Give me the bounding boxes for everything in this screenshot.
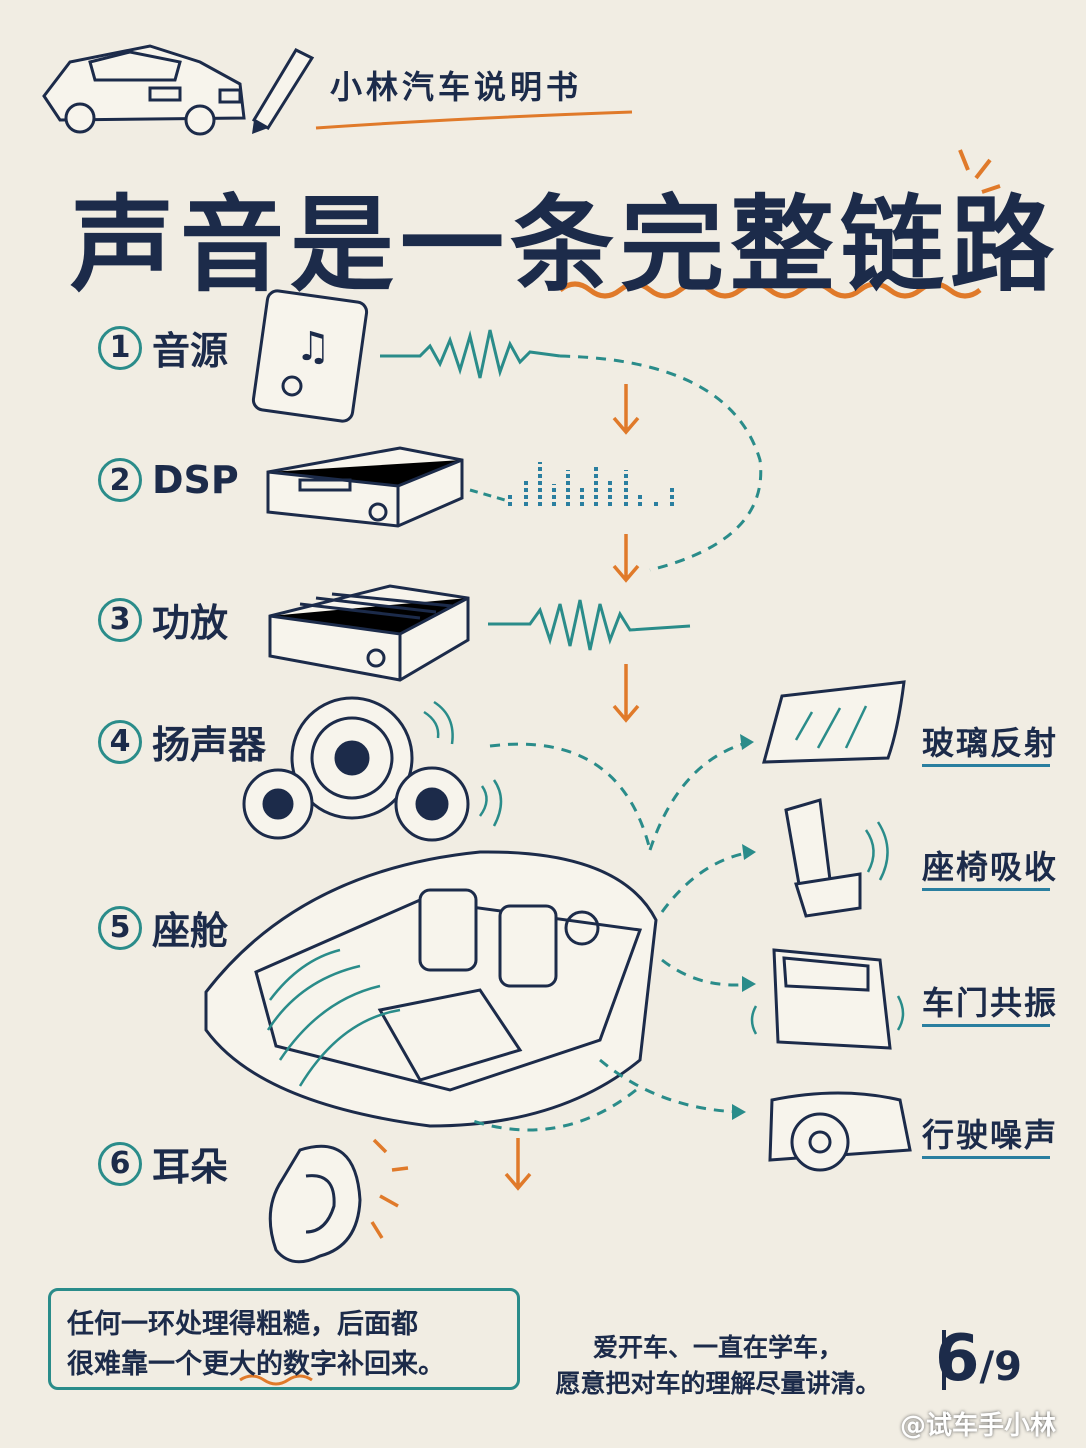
step-number: 3	[98, 597, 142, 642]
note-line: 很难靠一个更大的数字补回来。	[67, 1349, 445, 1380]
effect-underline	[922, 1024, 1050, 1027]
chain-step-cabin: 5 座舱	[98, 900, 228, 955]
seat-icon	[784, 798, 889, 918]
effect-label: 行驶噪声	[922, 1116, 1059, 1154]
step-label: 功放	[152, 601, 229, 645]
step-number: 5	[98, 905, 142, 950]
chain-step-source: 1 音源	[98, 320, 228, 375]
motto-line: 爱开车、一直在学车，	[592, 1333, 843, 1362]
effect-underline	[922, 764, 1050, 767]
windshield-icon	[762, 680, 906, 764]
step-label: 音源	[152, 329, 229, 373]
chain-step-speaker: 4 扬声器	[98, 714, 266, 769]
chain-step-dsp: 2 DSP	[98, 458, 239, 502]
step-number: 4	[98, 719, 142, 764]
effect-road-noise: 行驶噪声	[922, 1110, 1058, 1159]
svg-text:♫: ♫	[295, 324, 331, 370]
chain-step-amplifier: 3 功放	[98, 592, 228, 647]
effect-label: 座椅吸收	[922, 848, 1059, 886]
step-label: 座舱	[152, 909, 229, 953]
step-label: 耳朵	[152, 1145, 229, 1189]
chain-step-ear: 6 耳朵	[98, 1136, 228, 1191]
cabin-icon	[204, 850, 658, 1128]
effect-door-resonance: 车门共振	[922, 978, 1058, 1027]
speakers-icon	[242, 696, 470, 842]
step-label: 扬声器	[152, 723, 267, 767]
page-title: 声音是一条完整链路	[70, 184, 1061, 306]
effect-label: 玻璃反射	[922, 724, 1059, 762]
motto-line: 愿意把对车的理解尽量讲清。	[555, 1369, 881, 1398]
page-current: 6	[935, 1322, 980, 1396]
effect-underline	[922, 1156, 1050, 1159]
brand-name: 小林汽车说明书	[330, 68, 583, 106]
amplifier-icon	[268, 584, 470, 682]
pen-icon	[251, 48, 315, 134]
dsp-unit-icon	[266, 446, 464, 528]
page-total: 9	[994, 1344, 1022, 1390]
step-number: 6	[98, 1141, 142, 1186]
watermark: @试车手小林	[900, 1411, 1057, 1441]
effect-seat-absorption: 座椅吸收	[922, 842, 1058, 891]
step-label: DSP	[152, 458, 239, 502]
wheel-icon	[768, 1091, 912, 1172]
effect-underline	[922, 888, 1050, 891]
ear-icon	[268, 1144, 362, 1264]
motto: 爱开车、一直在学车， 愿意把对车的理解尽量讲清。	[538, 1330, 898, 1402]
effect-glass-reflection: 玻璃反射	[922, 718, 1058, 767]
page-indicator: 6/9	[935, 1322, 1022, 1396]
step-number: 1	[98, 325, 142, 370]
step-number: 2	[98, 458, 142, 502]
door-icon	[750, 948, 905, 1050]
effect-label: 车门共振	[922, 984, 1059, 1022]
note-line: 任何一环处理得粗糙，后面都	[67, 1309, 418, 1340]
car-sketch-icon	[42, 44, 246, 136]
note-box: 任何一环处理得粗糙，后面都 很难靠一个更大的数字补回来。	[48, 1288, 520, 1390]
phone-music-icon: ♫	[251, 289, 369, 423]
